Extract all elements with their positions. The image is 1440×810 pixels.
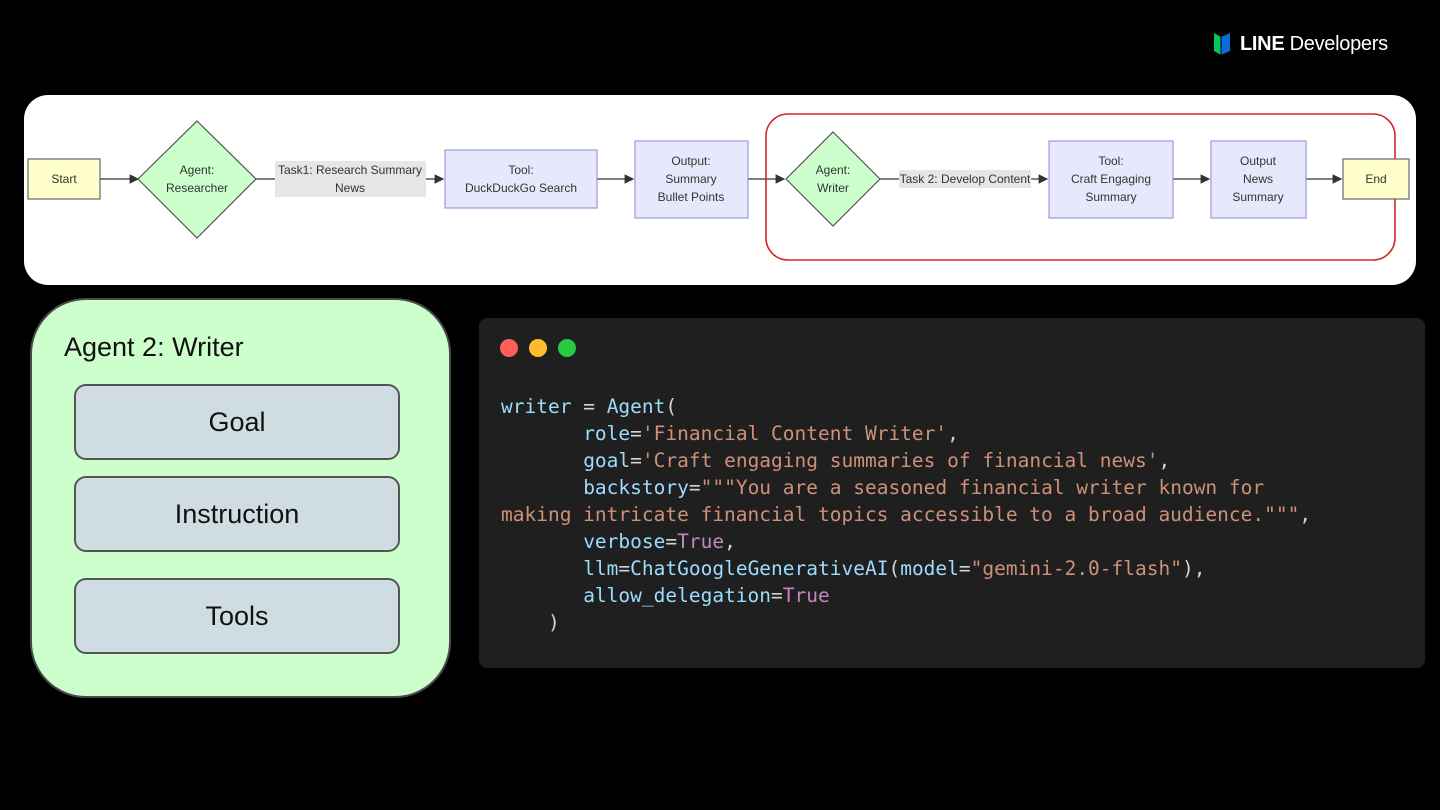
flowchart-panel: Start Agent: Researcher Task1: Research …: [24, 95, 1416, 285]
logo-product: Developers: [1289, 32, 1388, 55]
svg-text:Output:: Output:: [671, 154, 710, 168]
svg-text:DuckDuckGo Search: DuckDuckGo Search: [465, 181, 577, 195]
svg-text:Researcher: Researcher: [166, 181, 228, 195]
code-window: writer = Agent( role='Financial Content …: [479, 318, 1425, 668]
svg-text:News: News: [335, 181, 365, 195]
agent-instruction-box: Instruction: [74, 476, 400, 552]
node-output-bullets: Output: Summary Bullet Points: [634, 140, 749, 219]
line-logo-icon: [1214, 33, 1230, 55]
svg-text:Tool:: Tool:: [508, 163, 533, 177]
svg-text:Summary: Summary: [665, 172, 716, 186]
svg-text:Craft Engaging: Craft Engaging: [1071, 172, 1151, 186]
svg-text:Task 2: Develop Content: Task 2: Develop Content: [900, 172, 1031, 186]
logo-brand: LINE: [1240, 32, 1285, 55]
svg-text:Task1: Research Summary: Task1: Research Summary: [278, 163, 422, 177]
svg-text:Output: Output: [1240, 154, 1277, 168]
svg-text:Bullet Points: Bullet Points: [658, 190, 725, 204]
svg-text:Agent:: Agent:: [180, 163, 215, 177]
svg-text:Summary: Summary: [1085, 190, 1136, 204]
agent-card-title: Agent 2: Writer: [64, 332, 244, 362]
agent-goal-box: Goal: [74, 384, 400, 460]
svg-text:Summary: Summary: [1232, 190, 1283, 204]
node-agent-writer: Agent: Writer: [785, 131, 881, 227]
code-block: writer = Agent( role='Financial Content …: [501, 395, 1312, 634]
agent-tools-box: Tools: [74, 578, 400, 654]
window-controls: [500, 339, 576, 357]
node-agent-researcher: Agent: Researcher: [137, 120, 257, 239]
svg-text:Tool:: Tool:: [1098, 154, 1123, 168]
line-developers-logo: LINE Developers: [1212, 30, 1388, 58]
node-tool-search: Tool: DuckDuckGo Search: [444, 149, 598, 209]
svg-text:End: End: [1365, 172, 1386, 186]
svg-text:Writer: Writer: [817, 181, 849, 195]
minimize-dot-icon: [529, 339, 547, 357]
node-output-news: Output News Summary: [1210, 140, 1307, 219]
close-dot-icon: [500, 339, 518, 357]
agent-card: Agent 2: Writer Goal Instruction Tools: [30, 298, 451, 698]
edge-label-task1: Task1: Research Summary News: [275, 161, 426, 197]
svg-text:News: News: [1243, 172, 1273, 186]
node-start: Start: [27, 158, 101, 200]
node-end: End: [1342, 158, 1410, 200]
edge-label-task2: Task 2: Develop Content: [899, 170, 1031, 188]
maximize-dot-icon: [558, 339, 576, 357]
svg-text:Start: Start: [51, 172, 77, 186]
node-tool-craft: Tool: Craft Engaging Summary: [1048, 140, 1174, 219]
svg-text:Agent:: Agent:: [816, 163, 851, 177]
flowchart: Start Agent: Researcher Task1: Research …: [27, 113, 1410, 261]
